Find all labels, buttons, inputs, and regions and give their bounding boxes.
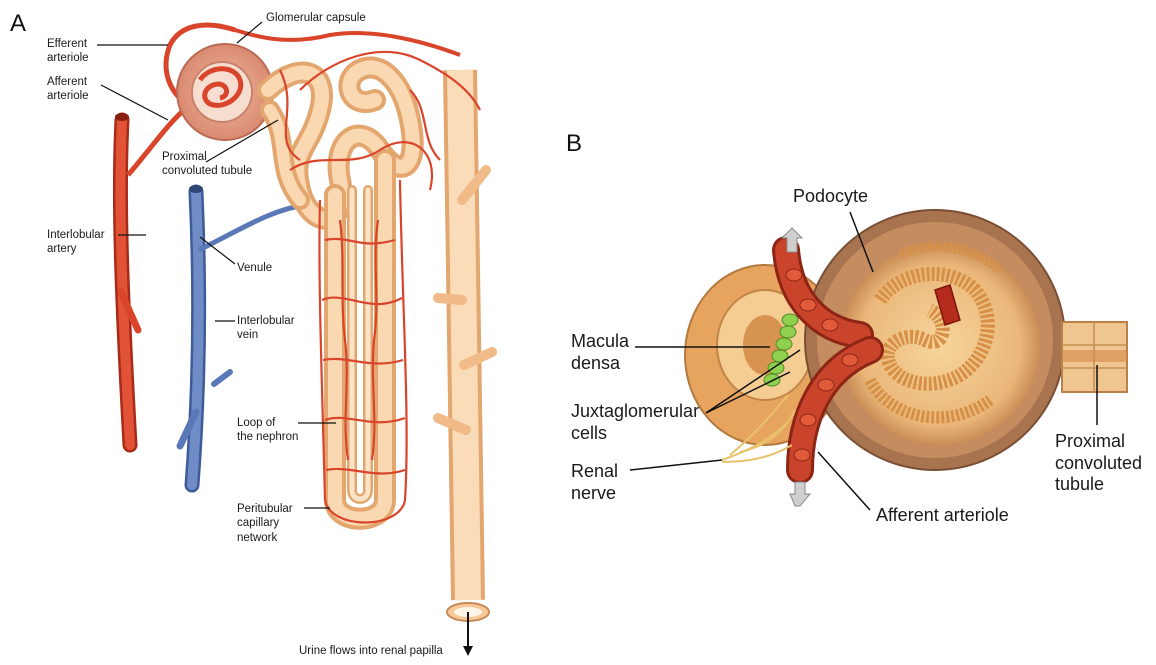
label-renal-nerve: Renal nerve (571, 461, 618, 504)
label-afferent-arteriole-b: Afferent arteriole (876, 505, 1009, 527)
label-urine-flow: Urine flows into renal papilla (299, 644, 443, 658)
label-pct-a-line1: Proximal (162, 150, 252, 164)
label-jg-cells-line2: cells (571, 423, 699, 445)
label-glomerular-capsule: Glomerular capsule (266, 11, 366, 25)
label-podocyte: Podocyte (793, 186, 868, 208)
label-venule: Venule (237, 261, 272, 275)
label-interlobular-artery: Interlobular artery (47, 228, 105, 257)
label-peritubular-line2: capillary (237, 516, 293, 530)
label-efferent-arteriole-line2: arteriole (47, 51, 89, 65)
panel-b-illustration (630, 210, 1127, 510)
label-pct-a-line2: convoluted tubule (162, 164, 252, 178)
label-interlobular-artery-line1: Interlobular (47, 228, 105, 242)
label-interlobular-artery-line2: artery (47, 242, 105, 256)
label-renal-nerve-line2: nerve (571, 483, 618, 505)
label-pct-b-line2: convoluted (1055, 453, 1142, 475)
label-afferent-arteriole-a-line2: arteriole (47, 89, 89, 103)
label-macula-densa: Macula densa (571, 331, 629, 374)
collecting-duct (438, 70, 492, 621)
panel-letter-a: A (10, 10, 26, 38)
label-loop-of-nephron: Loop of the nephron (237, 416, 298, 445)
label-macula-densa-line2: densa (571, 353, 629, 375)
panel-letter-b: B (566, 130, 582, 158)
label-proximal-convoluted-tubule-a: Proximal convoluted tubule (162, 150, 252, 179)
label-interlobular-vein-line2: vein (237, 328, 295, 342)
label-peritubular-line1: Peritubular (237, 502, 293, 516)
interlobular-artery (115, 113, 138, 445)
label-loop-line1: Loop of (237, 416, 298, 430)
label-efferent-arteriole: Efferent arteriole (47, 37, 89, 66)
label-juxtaglomerular-cells: Juxtaglomerular cells (571, 401, 699, 444)
loop-of-nephron (335, 160, 385, 519)
label-loop-line2: the nephron (237, 430, 298, 444)
label-efferent-arteriole-line1: Efferent (47, 37, 89, 51)
label-macula-densa-line1: Macula (571, 331, 629, 353)
label-interlobular-vein: Interlobular vein (237, 314, 295, 343)
label-afferent-arteriole-a: Afferent arteriole (47, 75, 89, 104)
label-pct-b-line1: Proximal (1055, 431, 1142, 453)
label-jg-cells-line1: Juxtaglomerular (571, 401, 699, 423)
label-proximal-convoluted-tubule-b: Proximal convoluted tubule (1055, 431, 1142, 496)
label-afferent-arteriole-a-line1: Afferent (47, 75, 89, 89)
label-peritubular-capillary-network: Peritubular capillary network (237, 502, 293, 545)
label-renal-nerve-line1: Renal (571, 461, 618, 483)
proximal-tubule-b (1062, 322, 1127, 392)
label-interlobular-vein-line1: Interlobular (237, 314, 295, 328)
label-peritubular-line3: network (237, 531, 293, 545)
label-pct-b-line3: tubule (1055, 474, 1142, 496)
